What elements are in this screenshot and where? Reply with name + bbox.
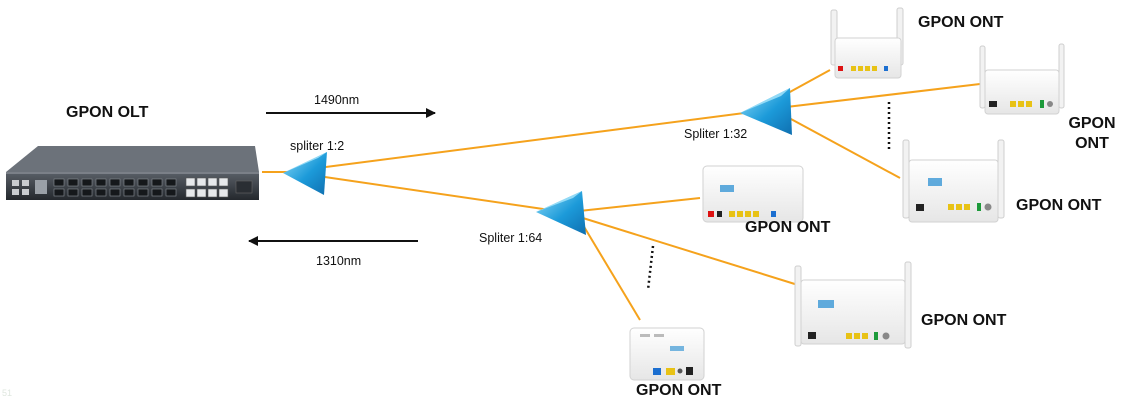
downstream-wavelength-label: 1490nm: [314, 93, 360, 107]
ont-label-bottom-right: GPON ONT: [921, 312, 1007, 329]
fiber-top-splitter-to-ont-top-right: [777, 83, 981, 109]
olt-sfp-ports: [53, 178, 177, 197]
fiber-bottom-splitter-to-ont-bottom: [579, 219, 641, 321]
fiber-main-to-top-splitter: [317, 111, 753, 169]
splitter-top-label: Spliter 1:32: [684, 127, 748, 141]
olt-device: [6, 146, 259, 200]
splitter-bottom: [536, 191, 586, 235]
ont-device-top: [830, 7, 904, 79]
fiber-top-splitter-to-ont-right-middle: [777, 111, 901, 179]
ont-device-top-right: [979, 43, 1065, 115]
splitter-main: [283, 152, 327, 195]
fiber-bottom-splitter-to-ont-bottom-right: [569, 213, 799, 286]
olt-label: GPON OLT: [66, 104, 149, 121]
ont-device-bottom: [629, 327, 705, 381]
ont-label-bottom: GPON ONT: [636, 382, 722, 399]
olt-port-group-left: [12, 180, 47, 195]
splitter-bottom-label: Spliter 1:64: [479, 231, 543, 245]
olt-uplink-ports: [185, 177, 229, 198]
ont-device-center: [702, 165, 804, 223]
watermark: 51: [2, 388, 13, 398]
upstream-wavelength-label: 1310nm: [316, 254, 362, 268]
fiber-lines: [262, 69, 981, 321]
ont-device-right-middle: [902, 139, 1005, 223]
ont-device-bottom-right: [794, 261, 912, 349]
fiber-bottom-splitter-to-ont-center: [569, 197, 701, 213]
ont-label-top-right: GPON ONT: [1068, 115, 1116, 152]
fiber-main-to-bottom-splitter: [317, 175, 551, 211]
ont-label-right-middle: GPON ONT: [1016, 197, 1102, 214]
more-onts-dots-bottom: [646, 245, 655, 291]
ont-label-top: GPON ONT: [918, 14, 1004, 31]
splitter-main-label: spliter 1:2: [290, 139, 345, 153]
splitter-top: [740, 88, 792, 135]
ont-label-center: GPON ONT: [745, 219, 831, 236]
